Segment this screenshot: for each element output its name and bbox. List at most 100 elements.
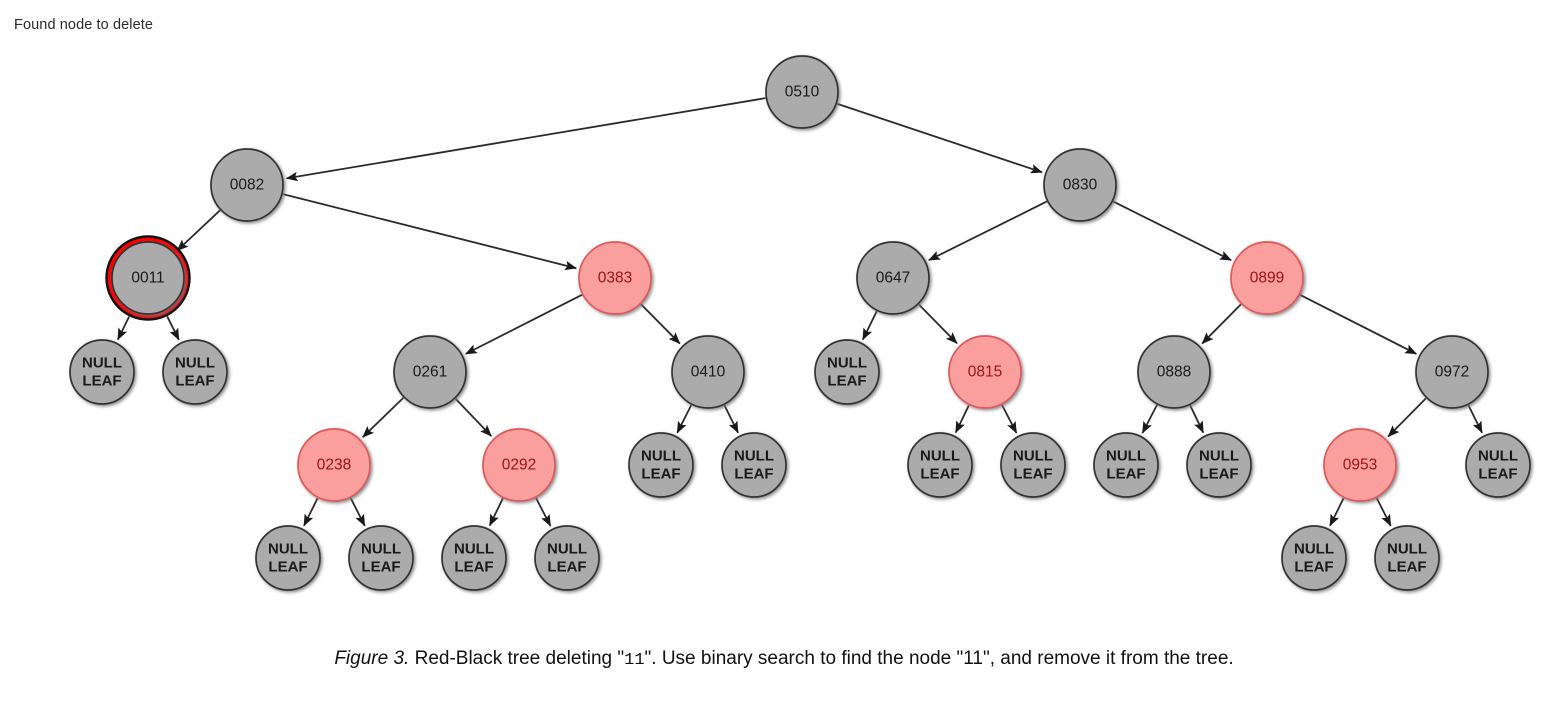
tree-node-0888[interactable]: 0888 (1137, 335, 1211, 409)
tree-node-0899[interactable]: 0899 (1230, 241, 1304, 315)
tree-edge (918, 303, 958, 345)
tree-edge (488, 497, 504, 527)
tree-node-0410[interactable]: 0410 (671, 335, 745, 409)
black-node-circle (671, 335, 745, 409)
red-node-circle (482, 428, 556, 502)
tree-edge (928, 200, 1048, 261)
tree-edge (362, 397, 405, 438)
black-node-circle (1465, 432, 1531, 498)
tree-node-0261[interactable]: 0261 (393, 335, 467, 409)
black-node-circle (393, 335, 467, 409)
black-node-circle (111, 241, 185, 315)
tree-edge (862, 310, 878, 341)
black-node-circle (534, 525, 600, 591)
tree-edge (1467, 404, 1483, 434)
tree-edge (285, 97, 766, 182)
tree-edge (1201, 303, 1242, 345)
black-node-circle (1186, 432, 1252, 498)
tree-edge (176, 209, 221, 252)
tree-node-0383[interactable]: 0383 (578, 241, 652, 315)
red-node-circle (1230, 241, 1304, 315)
tree-edge (349, 497, 366, 527)
tree-edge (1141, 404, 1158, 434)
tree-node-0510[interactable]: 0510 (765, 55, 839, 129)
tree-edge (282, 193, 577, 271)
figure-number: Figure 3. (334, 648, 410, 669)
black-node-circle (1093, 432, 1159, 498)
black-node-circle (1415, 335, 1489, 409)
tree-edge (954, 404, 970, 434)
black-node-circle (814, 339, 880, 405)
caption-part-2: ". Use binary search to find the node "1… (644, 648, 1234, 669)
tree-edge (1299, 293, 1417, 355)
tree-edge (166, 316, 180, 341)
status-message: Found node to delete (14, 17, 154, 33)
tree-edge (676, 404, 693, 434)
black-node-circle (1043, 148, 1117, 222)
tree-edge (535, 497, 552, 527)
black-node-circle (210, 148, 284, 222)
black-node-circle (1374, 525, 1440, 591)
black-node-circle (255, 525, 321, 591)
tree-edge (1375, 497, 1392, 527)
black-node-circle (348, 525, 414, 591)
tree-node-0647[interactable]: 0647 (856, 241, 930, 315)
caption-mono-value: 11 (624, 651, 645, 670)
tree-edge (454, 398, 492, 437)
black-node-circle (162, 339, 228, 405)
tree-node-0082[interactable]: 0082 (210, 148, 284, 222)
red-node-circle (297, 428, 371, 502)
tree-edge (640, 303, 681, 345)
tree-edge (1189, 404, 1205, 434)
red-node-circle (578, 241, 652, 315)
black-node-circle (1281, 525, 1347, 591)
black-node-circle (1000, 432, 1066, 498)
caption-part-1: Red-Black tree deleting " (409, 648, 625, 669)
black-node-circle (765, 55, 839, 129)
tree-node-0972[interactable]: 0972 (1415, 335, 1489, 409)
tree-edge (303, 497, 319, 527)
black-node-circle (721, 432, 787, 498)
tree-edge (117, 316, 130, 341)
tree-edge (465, 293, 583, 355)
red-node-circle (1323, 428, 1397, 502)
tree-edge (1329, 497, 1345, 527)
tree-node-0953[interactable]: 0953 (1323, 428, 1397, 502)
black-node-circle (69, 339, 135, 405)
tree-edge (723, 404, 739, 434)
tree-edge-layer (117, 97, 1483, 527)
black-node-circle (1137, 335, 1211, 409)
red-node-circle (948, 335, 1022, 409)
tree-edge (1001, 404, 1018, 434)
tree-node-0011[interactable]: 0011 (105, 235, 191, 321)
black-node-circle (907, 432, 973, 498)
tree-node-0830[interactable]: 0830 (1043, 148, 1117, 222)
tree-node-0292[interactable]: 0292 (482, 428, 556, 502)
tree-edge (1387, 397, 1427, 438)
black-node-circle (628, 432, 694, 498)
figure-caption: Figure 3. Red-Black tree deleting "11". … (0, 648, 1568, 670)
black-node-circle (441, 525, 507, 591)
tree-edge (836, 102, 1043, 174)
black-node-circle (856, 241, 930, 315)
tree-node-0238[interactable]: 0238 (297, 428, 371, 502)
tree-node-0815[interactable]: 0815 (948, 335, 1022, 409)
